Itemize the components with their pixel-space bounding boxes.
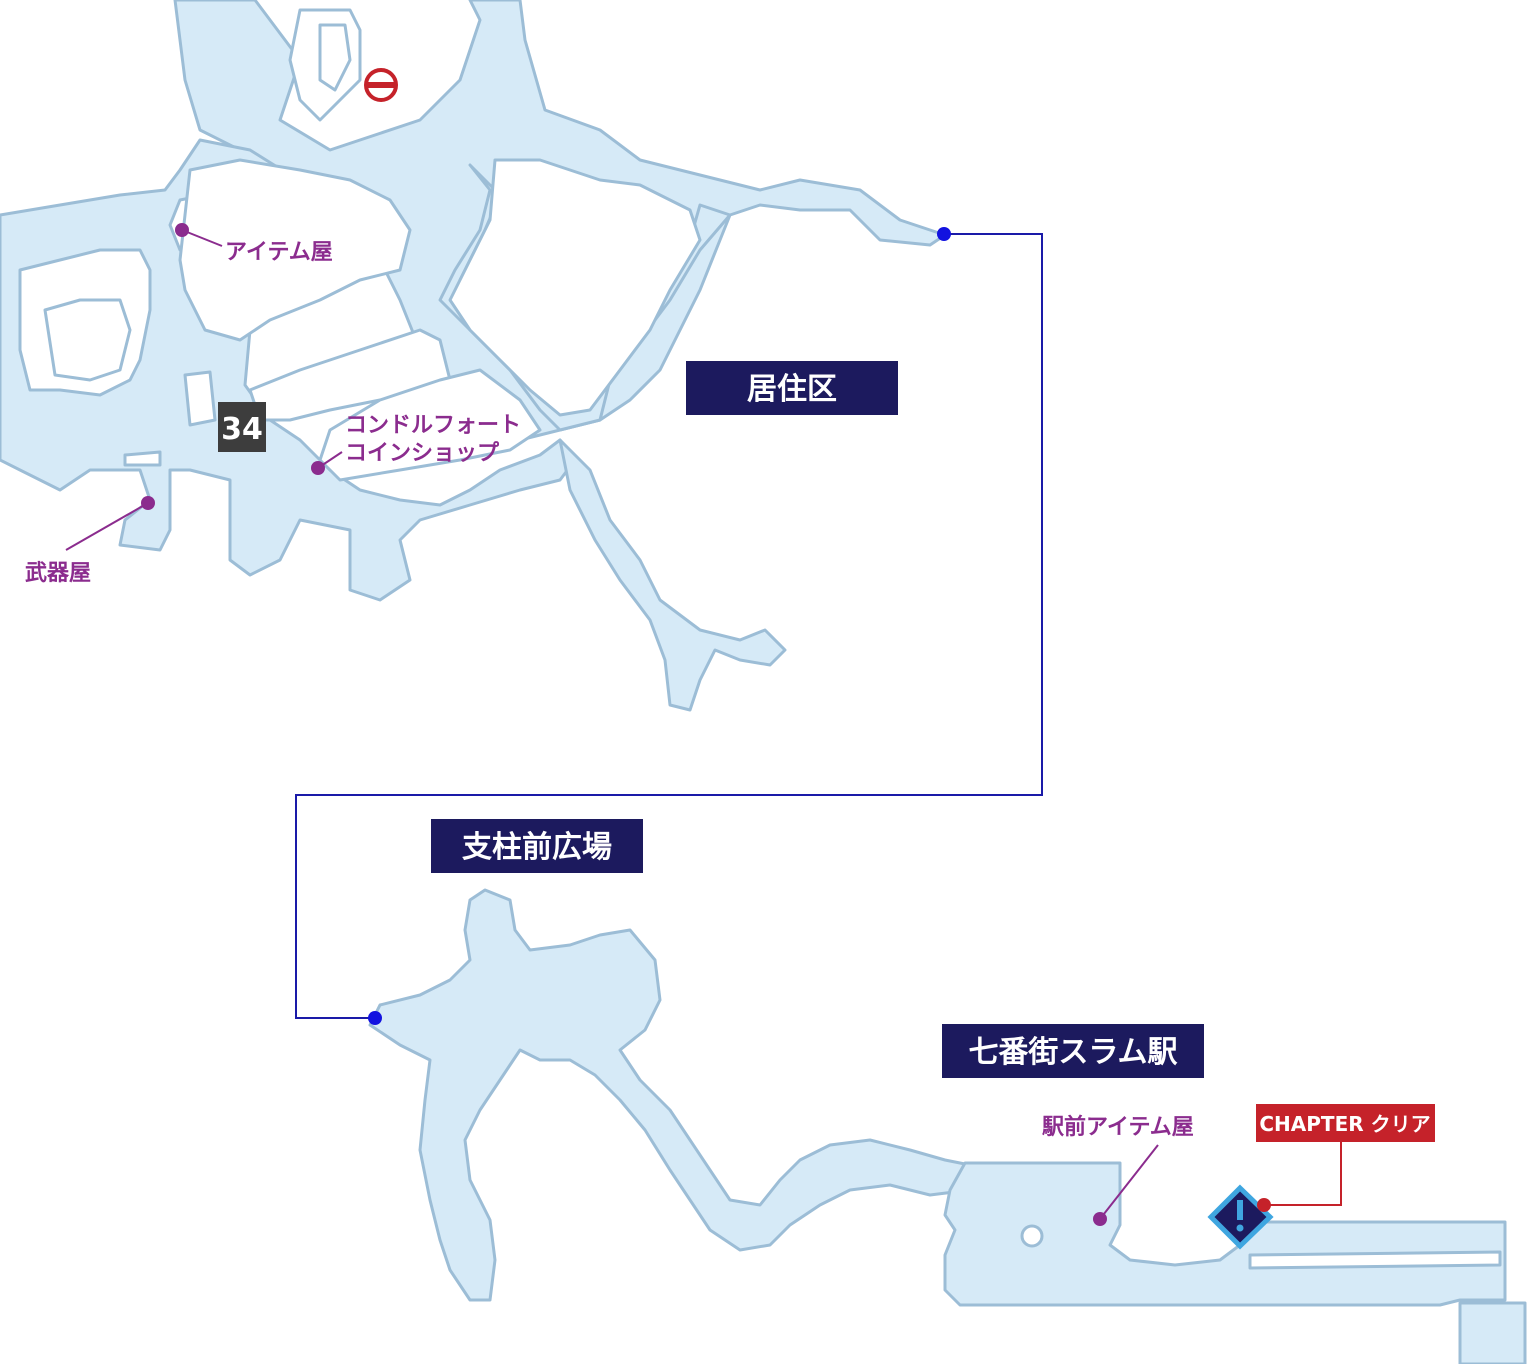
coin-shop-marker[interactable]: コンドルフォート コインショップ	[311, 413, 521, 475]
plaza-area-shape	[368, 888, 972, 1302]
item-shop-label: アイテム屋	[225, 240, 333, 265]
waypoint-number-label: 34	[221, 412, 263, 447]
area-label-plaza-text: 支柱前広場	[462, 830, 612, 865]
chapter-clear-marker[interactable]: CHAPTER クリア	[1256, 1104, 1435, 1206]
station-item-shop-label: 駅前アイテム屋	[1042, 1114, 1194, 1140]
area-label-station: 七番街スラム駅	[942, 1024, 1204, 1078]
transition-point-north[interactable]	[937, 227, 951, 241]
area-label-residential: 居住区	[686, 361, 898, 415]
station-area-shape	[943, 1161, 1527, 1364]
no-entry-icon	[364, 68, 398, 102]
weapon-shop-label: 武器屋	[25, 561, 91, 586]
coin-shop-label-line2: コインショップ	[345, 441, 500, 466]
area-label-residential-text: 居住区	[747, 372, 837, 407]
station-item-shop-marker[interactable]: 駅前アイテム屋	[1042, 1114, 1194, 1226]
chapter-clear-label: CHAPTER クリア	[1259, 1112, 1430, 1136]
chapter-clear-dot	[1257, 1198, 1271, 1212]
item-shop-marker[interactable]: アイテム屋	[175, 223, 333, 265]
waypoint-number-badge: 34	[218, 402, 266, 452]
coin-shop-label-line1: コンドルフォート	[345, 413, 521, 438]
transition-point-plaza[interactable]	[368, 1011, 382, 1025]
route-connector	[295, 233, 1043, 1019]
weapon-shop-marker[interactable]: 武器屋	[25, 496, 155, 586]
residential-area-shape	[0, 0, 947, 712]
area-label-station-text: 七番街スラム駅	[968, 1035, 1177, 1070]
area-label-plaza: 支柱前広場	[431, 819, 643, 873]
